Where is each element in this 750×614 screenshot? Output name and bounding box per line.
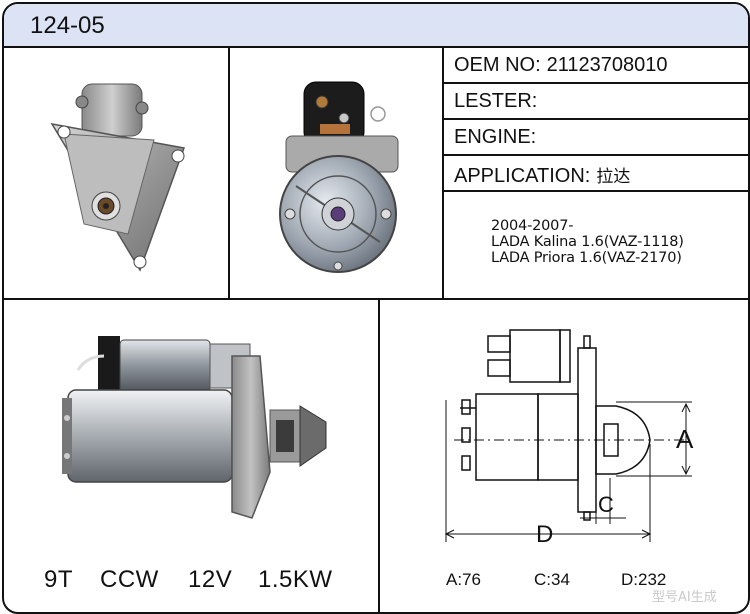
- divider: [4, 298, 748, 300]
- dimension-label-c: C: [598, 492, 614, 517]
- model-number: 124-05: [30, 12, 105, 39]
- starter-front-photo: [50, 83, 186, 272]
- oem-value: 21123708010: [546, 54, 668, 76]
- watermark: 型号AI生成: [652, 590, 717, 605]
- application-note-line: LADA Kalina 1.6(VAZ-1118): [491, 234, 684, 250]
- spec-voltage: 12V: [188, 566, 233, 593]
- spec-power: 1.5KW: [258, 566, 333, 593]
- divider: [378, 298, 380, 612]
- dimension-d: D:232: [621, 570, 667, 589]
- divider: [444, 190, 748, 192]
- spec-teeth: 9T: [44, 566, 74, 593]
- lester-row: LESTER:: [444, 84, 748, 118]
- dimension-a: A:76: [446, 570, 481, 589]
- title-bar: 124-05: [4, 4, 748, 48]
- dimension-label-a: A: [676, 424, 694, 454]
- application-notes: 2004-2007- LADA Kalina 1.6(VAZ-1118) LAD…: [491, 218, 684, 266]
- divider: [444, 82, 748, 84]
- divider: [228, 46, 230, 298]
- lester-label: LESTER:: [454, 90, 538, 112]
- application-value: 拉达: [596, 167, 631, 187]
- starter-rear-photo: [279, 81, 399, 273]
- divider: [442, 46, 444, 298]
- oem-row: OEM NO:21123708010: [444, 48, 748, 82]
- spec-rotation: CCW: [100, 566, 159, 593]
- application-row: APPLICATION:拉达: [444, 156, 748, 190]
- dimension-c: C:34: [534, 570, 570, 589]
- oem-label: OEM NO:: [454, 54, 541, 76]
- application-label: APPLICATION:: [454, 165, 591, 187]
- dimension-label-d: D: [536, 521, 553, 548]
- application-note-line: LADA Priora 1.6(VAZ-2170): [491, 250, 682, 266]
- engine-row: ENGINE:: [444, 120, 748, 154]
- application-note-line: 2004-2007-: [491, 218, 574, 234]
- dimension-drawing: A C D: [444, 329, 694, 548]
- starter-side-photo: [62, 336, 327, 519]
- engine-label: ENGINE:: [454, 126, 537, 148]
- divider: [444, 154, 748, 156]
- divider: [444, 118, 748, 120]
